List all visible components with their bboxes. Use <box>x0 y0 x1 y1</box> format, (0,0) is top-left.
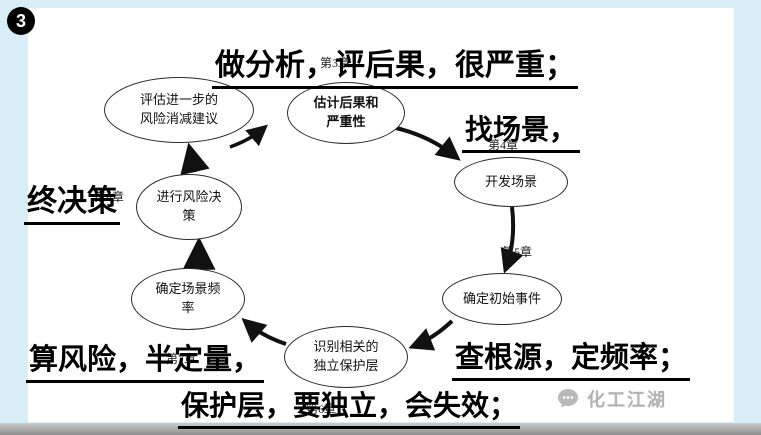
annotation-text: 保护层，要独立，会失效； <box>178 384 521 429</box>
annotation-bottom: 保护层，要独立，会失效； <box>178 384 521 429</box>
annotation-text: 查根源，定频率； <box>452 334 691 381</box>
node-scenario-frequency: 确定场景频 率 <box>131 268 245 330</box>
node-label-line: 确定初始事件 <box>462 290 541 306</box>
watermark: 化工江湖 <box>556 386 667 412</box>
node-assess-risk-reduction: 评估进一步的 风险消减建议 <box>104 77 254 143</box>
node-label-line: 评估进一步的 <box>139 92 218 108</box>
chapter-label-3: 第3章 <box>320 56 351 70</box>
chapter-label-5: 第5章 <box>502 245 533 259</box>
node-label-line: 风险消减建议 <box>139 111 218 126</box>
chapter-label-6: 第6章 <box>306 402 337 416</box>
annotation-top: 做分析，评后果，很严重； <box>212 40 578 89</box>
node-label-line: 策 <box>182 208 196 223</box>
slide-number-badge: 3 <box>7 7 35 35</box>
chapter-label-8: 第8章 <box>94 190 125 204</box>
node-estimate-consequence: 估计后果和 严重性 <box>287 82 405 144</box>
node-label-line: 识别相关的 <box>313 339 379 355</box>
node-label-line: 严重性 <box>326 114 366 129</box>
node-label-line: 进行风险决 <box>156 189 222 205</box>
node-make-risk-decision: 进行风险决 策 <box>136 174 242 240</box>
annotation-right-upper: 找场景， <box>462 108 581 153</box>
annotation-text: 终决策 <box>24 176 120 225</box>
annotation-text: 算风险，半定量， <box>26 336 265 383</box>
node-label-line: 开发场景 <box>484 173 537 189</box>
annotation-text: 找场景， <box>462 108 581 153</box>
watermark-logo-icon <box>558 389 578 408</box>
node-label-line: 率 <box>181 300 195 315</box>
node-label-line: 确定场景频 <box>155 281 221 297</box>
node-initiating-event: 确定初始事件 <box>442 273 562 325</box>
annotation-left: 终决策 <box>24 176 120 225</box>
node-label-line: 估计后果和 <box>313 95 379 111</box>
watermark-text: 化工江湖 <box>587 390 667 410</box>
chapter-label-4: 第4章 <box>488 138 519 152</box>
annotation-bottom-left: 算风险，半定量， <box>26 336 265 383</box>
annotation-right-lower: 查根源，定频率； <box>452 334 691 381</box>
annotation-text: 做分析，评后果，很严重； <box>212 40 578 89</box>
chapter-label-7: 第7章 <box>166 352 197 366</box>
node-identify-ipl: 识别相关的 独立保护层 <box>284 326 408 388</box>
node-develop-scenario: 开发场景 <box>454 157 568 207</box>
node-label-line: 独立保护层 <box>313 358 379 373</box>
